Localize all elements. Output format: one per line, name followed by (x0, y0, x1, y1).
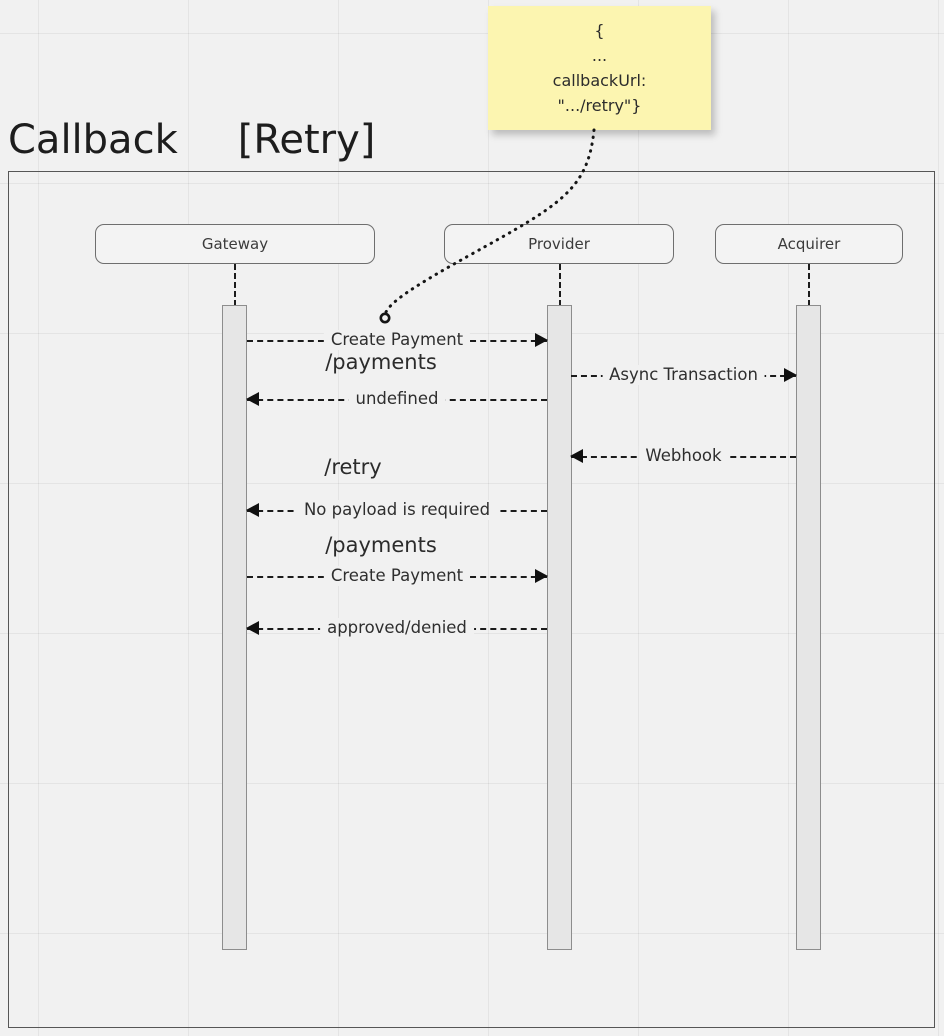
arrow-head-right-icon (784, 368, 797, 382)
arrow-head-right-icon (535, 333, 548, 347)
sticky-note[interactable]: { ... callbackUrl: ".../retry"} (488, 6, 711, 130)
message-label: undefined (348, 389, 446, 409)
message-label: No payload is required (296, 500, 498, 520)
arrow-head-left-icon (246, 621, 259, 635)
activation-bar-acquirer (796, 305, 821, 950)
note-line: callbackUrl: (552, 71, 647, 90)
note-line: ".../retry"} (557, 96, 642, 115)
participant-gateway[interactable]: Gateway (95, 224, 375, 264)
arrow-head-right-icon (535, 569, 548, 583)
message-approved-denied[interactable]: approved/denied (246, 617, 547, 639)
message-label: Webhook (638, 446, 729, 466)
page-title: Callback (8, 117, 178, 163)
message-label: Create Payment (323, 330, 471, 350)
path-label-payments-2: /payments (325, 533, 437, 557)
note-line: ... (591, 46, 608, 65)
lifeline-provider (559, 264, 561, 306)
path-label-retry: /retry (324, 455, 382, 479)
arrow-head-left-icon (246, 503, 259, 517)
message-create-payment-1[interactable]: Create Payment (247, 329, 548, 351)
message-create-payment-2[interactable]: Create Payment (247, 565, 548, 587)
message-async-transaction[interactable]: Async Transaction (571, 364, 797, 386)
lifeline-gateway (234, 264, 236, 306)
activation-bar-gateway (222, 305, 247, 950)
message-no-payload-required[interactable]: No payload is required (246, 499, 547, 521)
lifeline-acquirer (808, 264, 810, 306)
message-label: Create Payment (323, 566, 471, 586)
participant-label: Provider (528, 235, 590, 253)
arrow-head-left-icon (246, 392, 259, 406)
arrow-head-left-icon (570, 449, 583, 463)
participant-provider[interactable]: Provider (444, 224, 674, 264)
message-label: Async Transaction (602, 365, 765, 385)
participant-acquirer[interactable]: Acquirer (715, 224, 903, 264)
message-webhook[interactable]: Webhook (570, 445, 796, 467)
message-undefined[interactable]: undefined (246, 388, 547, 410)
note-line: { (594, 21, 605, 40)
message-label: approved/denied (320, 618, 474, 638)
participant-label: Gateway (201, 235, 269, 253)
path-label-payments-1: /payments (325, 350, 437, 374)
diagram-title: Callback [Retry] (8, 112, 375, 168)
title-condition: [Retry] (237, 117, 376, 163)
activation-bar-provider (547, 305, 572, 950)
participant-label: Acquirer (777, 235, 841, 253)
